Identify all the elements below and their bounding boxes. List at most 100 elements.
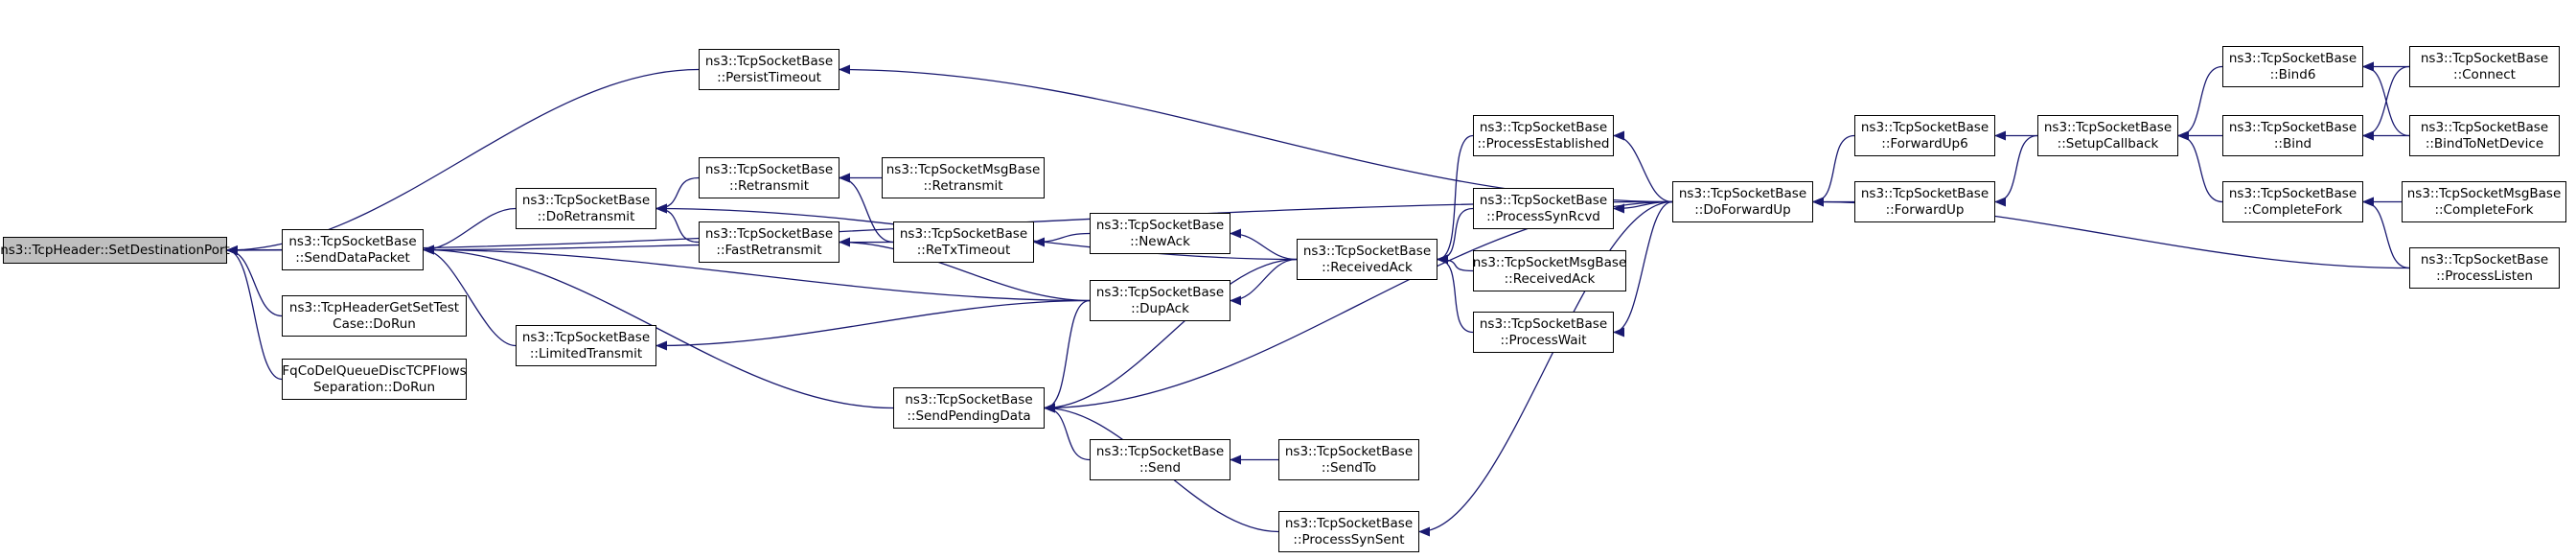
node-bind-to-net-device[interactable]: ns3::TcpSocketBase::BindToNetDevice bbox=[2409, 115, 2560, 156]
node-label-line: ns3::TcpSocketBase bbox=[2228, 50, 2358, 66]
node-received-ack[interactable]: ns3::TcpSocketBase::ReceivedAck bbox=[1297, 239, 1438, 280]
edge-fast-retransmit-to-do-retransmit bbox=[656, 203, 700, 244]
node-retransmit[interactable]: ns3::TcpSocketBase::Retransmit bbox=[699, 157, 840, 198]
node-label-line: ::Retransmit bbox=[728, 177, 810, 194]
edge-dup-ack-to-send-data-packet bbox=[423, 245, 1091, 302]
edge-forward-up6-to-do-forward-up bbox=[1812, 134, 1855, 207]
node-label-line: ns3::TcpSocketBase bbox=[1095, 284, 1225, 300]
node-label-line: ns3::TcpSocketBase bbox=[1302, 243, 1432, 259]
node-label-line: ::ForwardUp6 bbox=[1881, 135, 1968, 151]
node-label-line: ::SendTo bbox=[1321, 459, 1377, 476]
node-label-line: ns3::TcpSocketBase bbox=[2228, 185, 2358, 201]
node-label-line: ns3::TcpSocketBase bbox=[2420, 251, 2549, 268]
edge-connect-to-bind bbox=[2362, 65, 2410, 141]
node-new-ack[interactable]: ns3::TcpSocketBase::NewAck bbox=[1090, 213, 1230, 254]
node-label-line: ::ProcessSynRcvd bbox=[1486, 208, 1600, 224]
node-process-listen[interactable]: ns3::TcpSocketBase::ProcessListen bbox=[2409, 247, 2560, 289]
node-process-syn-rcvd[interactable]: ns3::TcpSocketBase::ProcessSynRcvd bbox=[1473, 188, 1614, 229]
edge-received-ack-to-send-pending-data bbox=[1044, 258, 1298, 413]
node-send-to[interactable]: ns3::TcpSocketBase::SendTo bbox=[1278, 439, 1419, 480]
node-forward-up[interactable]: ns3::TcpSocketBase::ForwardUp bbox=[1854, 181, 1995, 222]
node-label-line: ns3::TcpSocketBase bbox=[905, 391, 1033, 408]
node-process-wait[interactable]: ns3::TcpSocketBase::ProcessWait bbox=[1473, 312, 1614, 353]
edge-do-forward-up-to-process-syn-sent bbox=[1418, 200, 1673, 537]
node-label-line: ::SendDataPacket bbox=[295, 249, 410, 266]
node-label-line: ns3::TcpSocketBase bbox=[2228, 119, 2358, 135]
edge-send-to-send-pending-data bbox=[1044, 403, 1091, 461]
node-process-established[interactable]: ns3::TcpSocketBase::ProcessEstablished bbox=[1473, 115, 1614, 156]
node-label-line: ns3::TcpSocketMsgBase bbox=[1472, 254, 1627, 270]
node-label-line: ns3::TcpSocketBase bbox=[2043, 119, 2173, 135]
node-label-line: ns3::TcpSocketBase bbox=[1095, 443, 1225, 459]
node-label-line: ::ProcessEstablished bbox=[1477, 135, 1610, 151]
node-label-line: ns3::TcpSocketBase bbox=[1284, 443, 1414, 459]
node-label-line: ::Send bbox=[1138, 459, 1182, 476]
node-re-tx-timeout[interactable]: ns3::TcpSocketBase::ReTxTimeout bbox=[893, 221, 1034, 263]
edge-send-pending-data-to-send-data-packet bbox=[423, 245, 894, 409]
node-label-line: ::CompleteFork bbox=[2434, 201, 2534, 218]
node-label-line: ns3::TcpSocketBase bbox=[1095, 217, 1225, 233]
node-label-line: ns3::TcpSocketBase bbox=[1860, 185, 1990, 201]
node-label-line: ::NewAck bbox=[1130, 233, 1190, 249]
node-send[interactable]: ns3::TcpSocketBase::Send bbox=[1090, 439, 1230, 480]
edge-process-wait-to-received-ack bbox=[1437, 254, 1474, 334]
node-forward-up6[interactable]: ns3::TcpSocketBase::ForwardUp6 bbox=[1854, 115, 1995, 156]
node-do-retransmit[interactable]: ns3::TcpSocketBase::DoRetransmit bbox=[516, 188, 656, 229]
node-send-pending-data[interactable]: ns3::TcpSocketBase::SendPendingData bbox=[893, 387, 1045, 429]
edge-dup-ack-to-limited-transmit bbox=[656, 299, 1091, 351]
node-label-line: ns3::TcpSocketBase bbox=[2420, 119, 2549, 135]
edge-dup-ack-to-send-pending-data bbox=[1044, 299, 1091, 413]
node-label-line: ns3::TcpSocketBase bbox=[704, 53, 834, 69]
node-label-line: ns3::TcpSocketBase bbox=[521, 192, 651, 208]
edge-header-test-to-root bbox=[226, 245, 283, 317]
edge-received-ack-to-new-ack bbox=[1230, 228, 1298, 261]
node-label-line: ns3::TcpSocketBase bbox=[2420, 50, 2549, 66]
node-label-line: ::DoForwardUp bbox=[1694, 201, 1791, 218]
node-limited-transmit[interactable]: ns3::TcpSocketBase::LimitedTransmit bbox=[516, 325, 656, 366]
node-label-line: ::ReTxTimeout bbox=[916, 242, 1011, 258]
node-label-line: ns3::TcpSocketBase bbox=[1479, 315, 1608, 332]
node-label-line: ns3::TcpSocketBase bbox=[521, 329, 651, 345]
edge-fq-co-del-to-root bbox=[226, 245, 283, 381]
node-label-line: ::BindToNetDevice bbox=[2425, 135, 2544, 151]
node-bind[interactable]: ns3::TcpSocketBase::Bind bbox=[2222, 115, 2363, 156]
node-fast-retransmit[interactable]: ns3::TcpSocketBase::FastRetransmit bbox=[699, 221, 840, 263]
edge-setup-callback-to-forward-up bbox=[1994, 134, 2038, 207]
node-process-syn-sent[interactable]: ns3::TcpSocketBase::ProcessSynSent bbox=[1278, 511, 1419, 552]
node-label-line: ::DoRetransmit bbox=[537, 208, 635, 224]
edge-do-forward-up-to-process-established bbox=[1613, 130, 1673, 203]
node-root: ns3::TcpHeader::SetDestinationPort bbox=[0, 237, 230, 264]
edge-do-retransmit-to-send-data-packet bbox=[423, 207, 517, 255]
node-label-line: ns3::TcpHeader::SetDestinationPort bbox=[0, 242, 230, 258]
node-label-line: ns3::TcpSocketMsgBase bbox=[2406, 185, 2562, 201]
node-label-line: ns3::TcpSocketBase bbox=[899, 225, 1028, 242]
node-msg-complete-fork[interactable]: ns3::TcpSocketMsgBase::CompleteFork bbox=[2402, 181, 2566, 222]
node-label-line: Separation::DoRun bbox=[312, 379, 436, 395]
node-label-line: ::SendPendingData bbox=[907, 408, 1031, 424]
node-label-line: ns3::TcpSocketBase bbox=[288, 233, 417, 249]
node-label-line: ::ProcessSynSent bbox=[1293, 531, 1405, 547]
node-send-data-packet[interactable]: ns3::TcpSocketBase::SendDataPacket bbox=[282, 229, 424, 270]
edge-new-ack-to-re-tx-timeout bbox=[1033, 232, 1091, 247]
node-setup-callback[interactable]: ns3::TcpSocketBase::SetupCallback bbox=[2037, 115, 2178, 156]
node-label-line: ::LimitedTransmit bbox=[529, 345, 643, 361]
node-msg-retransmit[interactable]: ns3::TcpSocketMsgBase::Retransmit bbox=[882, 157, 1045, 198]
node-msg-received-ack[interactable]: ns3::TcpSocketMsgBase::ReceivedAck bbox=[1473, 250, 1626, 291]
node-label-line: ::ProcessListen bbox=[2436, 268, 2533, 284]
node-persist-timeout[interactable]: ns3::TcpSocketBase::PersistTimeout bbox=[699, 49, 840, 90]
node-label-line: ns3::TcpSocketBase bbox=[1479, 119, 1608, 135]
node-label-line: ::ReceivedAck bbox=[1504, 270, 1596, 287]
node-do-forward-up[interactable]: ns3::TcpSocketBase::DoForwardUp bbox=[1672, 181, 1813, 222]
node-label-line: ::Retransmit bbox=[923, 177, 1003, 194]
node-bind6[interactable]: ns3::TcpSocketBase::Bind6 bbox=[2222, 46, 2363, 87]
node-connect[interactable]: ns3::TcpSocketBase::Connect bbox=[2409, 46, 2560, 87]
edge-do-forward-up-to-process-wait bbox=[1613, 200, 1673, 338]
node-complete-fork[interactable]: ns3::TcpSocketBase::CompleteFork bbox=[2222, 181, 2363, 222]
node-label-line: ns3::TcpSocketBase bbox=[1479, 192, 1608, 208]
node-dup-ack[interactable]: ns3::TcpSocketBase::DupAck bbox=[1090, 280, 1230, 321]
edge-received-ack-to-dup-ack bbox=[1230, 258, 1298, 306]
node-label-line: Case::DoRun bbox=[333, 315, 416, 332]
edge-dup-ack-to-fast-retransmit bbox=[839, 237, 1091, 302]
